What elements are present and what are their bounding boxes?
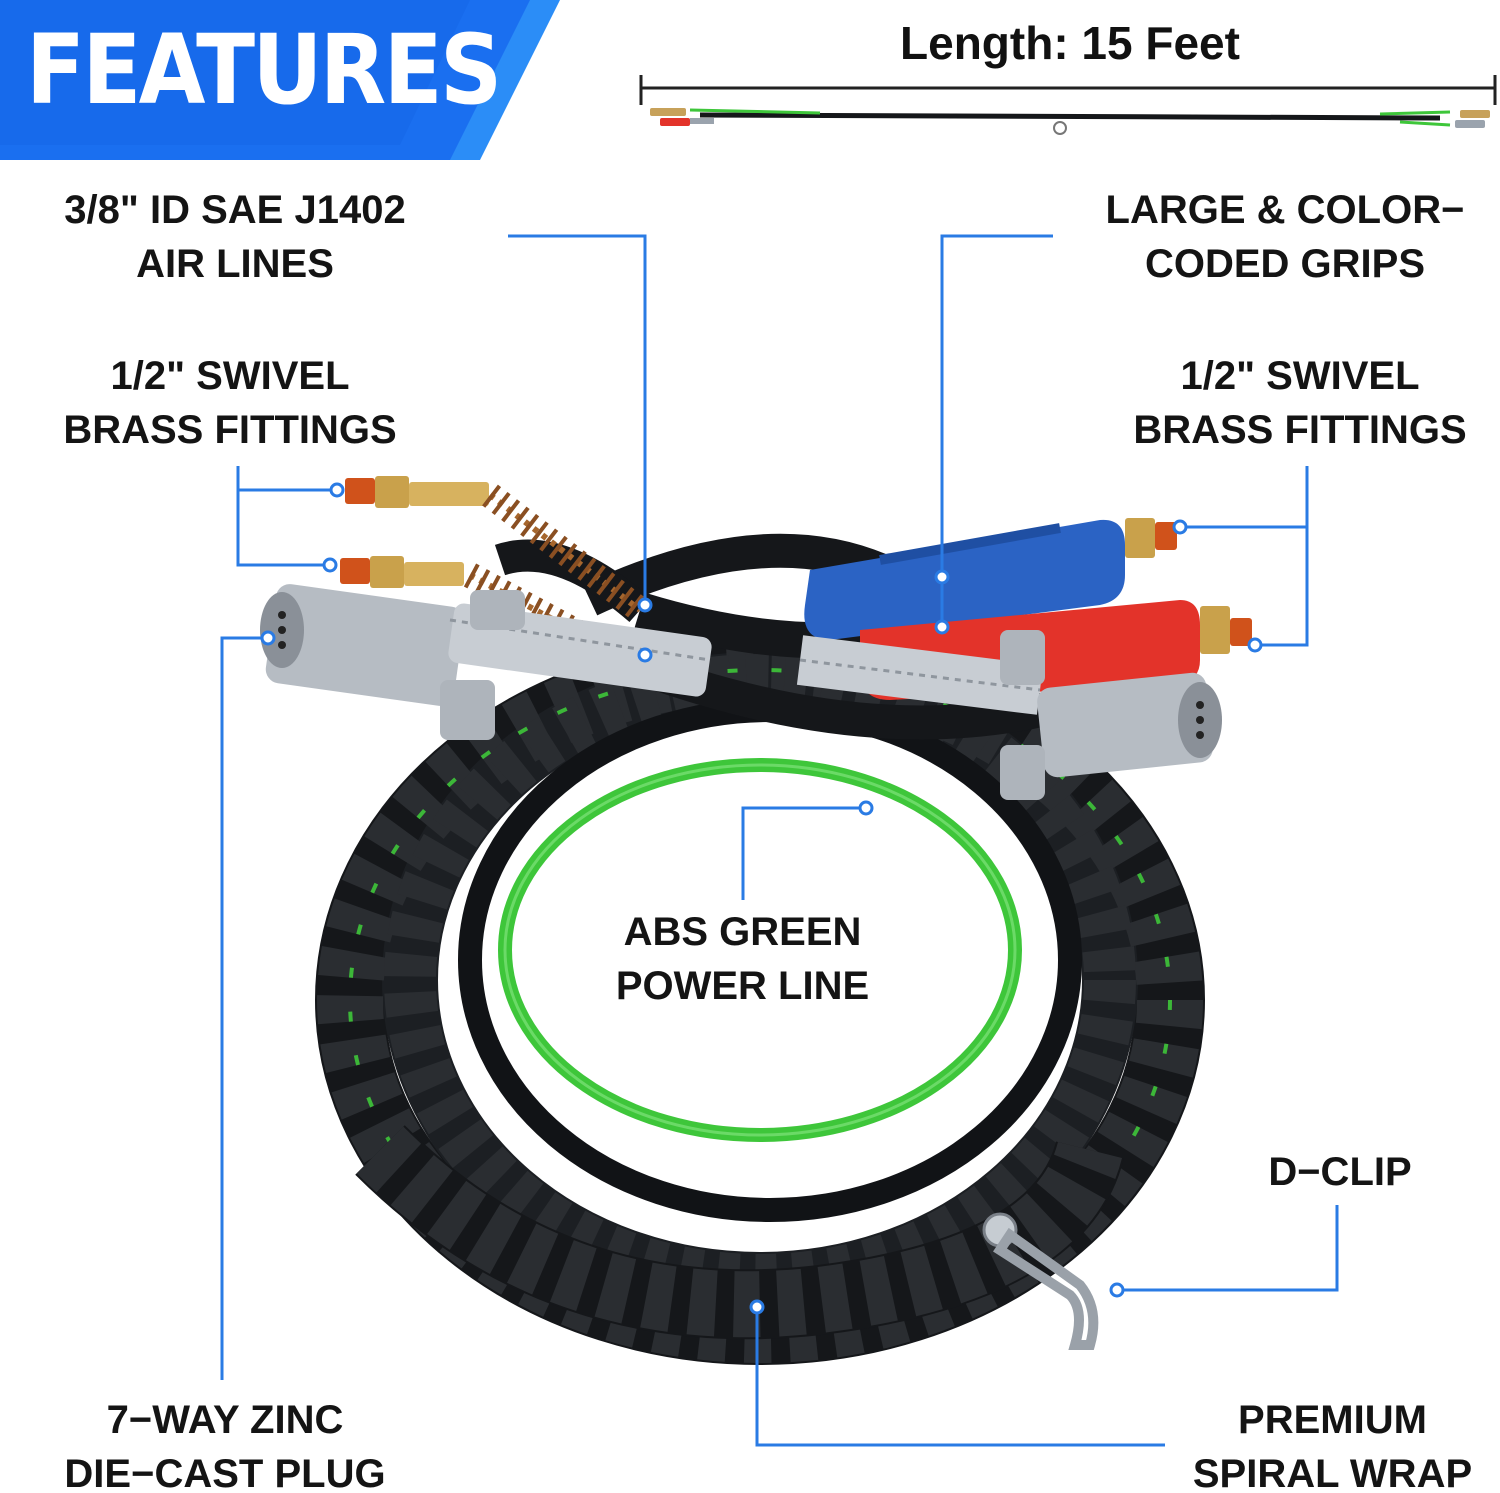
callout-dots [260,482,1263,1315]
plug-line2: DIE−CAST PLUG [64,1452,386,1493]
features-title: FEATURES [26,14,502,126]
straight-hose-thumbnail [650,108,1490,135]
spiral-wrap-line1: PREMIUM [1238,1398,1427,1442]
power-line-label: ABS GREEN POWER LINE [580,912,905,1006]
left-7-way-plug [260,584,712,740]
d-clip-line1: D−CLIP [1268,1150,1412,1194]
right-7-way-plug [796,630,1222,800]
plug-line1: 7−WAY ZINC [106,1398,344,1442]
grips-label-line1: LARGE & COLOR− [1105,188,1465,232]
air-lines-label: 3/8" ID SAE J1402 AIR LINES [40,190,430,284]
spiral-wrap-coil [315,635,1205,1365]
power-line-line1: ABS GREEN [623,910,862,954]
air-lines-label-line1: 3/8" ID SAE J1402 [64,188,406,232]
spiral-wrap-label: PREMIUM SPIRAL WRAP [1170,1400,1495,1493]
fittings-left-line1: 1/2" SWIVEL [110,354,350,398]
fittings-right-label: 1/2" SWIVEL BRASS FITTINGS [1100,356,1500,450]
fittings-right-line2: BRASS FITTINGS [1133,408,1467,452]
spiral-wrap-line2: SPIRAL WRAP [1192,1452,1473,1493]
grips-label: LARGE & COLOR− CODED GRIPS [1080,190,1490,284]
power-line-line2: POWER LINE [615,964,870,1008]
fittings-right-line1: 1/2" SWIVEL [1180,354,1420,398]
air-lines-label-line2: AIR LINES [136,242,334,286]
d-clip-label: D−CLIP [1240,1152,1440,1192]
grips-label-line2: CODED GRIPS [1144,242,1426,286]
d-clip [982,1212,1099,1350]
length-dimension-line [639,75,1497,105]
length-label: Length: 15 Feet [900,17,1240,69]
plug-label: 7−WAY ZINC DIE−CAST PLUG [20,1400,430,1493]
features-banner [0,0,560,160]
fittings-left-line2: BRASS FITTINGS [63,408,397,452]
callout-lines [220,234,1339,1447]
fittings-left-label: 1/2" SWIVEL BRASS FITTINGS [20,356,440,450]
